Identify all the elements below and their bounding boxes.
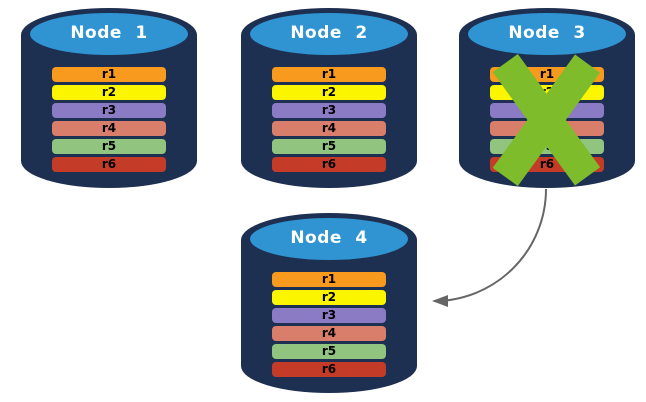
replica-row-r1: r1 — [52, 67, 166, 82]
replica-row-r2: r2 — [272, 290, 386, 305]
replica-rows: r1 r2 r3 r4 r5 r6 — [490, 67, 604, 175]
replica-row-r4: r4 — [272, 121, 386, 136]
replica-row-r6: r6 — [272, 157, 386, 172]
replica-row-r3: r3 — [490, 103, 604, 118]
replica-row-r4: r4 — [52, 121, 166, 136]
replica-row-r5: r5 — [272, 139, 386, 154]
cylinder-top-face — [250, 218, 408, 260]
replica-rows: r1 r2 r3 r4 r5 r6 — [272, 67, 386, 175]
replica-row-r2: r2 — [272, 85, 386, 100]
replica-row-r3: r3 — [52, 103, 166, 118]
cylinder-top-face — [30, 13, 188, 55]
replica-row-r3: r3 — [272, 103, 386, 118]
replica-row-r2: r2 — [490, 85, 604, 100]
replica-row-r4: r4 — [490, 121, 604, 136]
replica-row-r6: r6 — [272, 362, 386, 377]
node-label: Node 3 — [508, 23, 586, 43]
node-label: Node 4 — [290, 228, 368, 248]
replica-row-r6: r6 — [490, 157, 604, 172]
cylinder-top-face — [250, 13, 408, 55]
replica-row-r1: r1 — [272, 272, 386, 287]
replica-row-r5: r5 — [272, 344, 386, 359]
node-label: Node 2 — [290, 23, 368, 43]
replica-row-r6: r6 — [52, 157, 166, 172]
replica-row-r5: r5 — [490, 139, 604, 154]
replica-row-r3: r3 — [272, 308, 386, 323]
node-label: Node 1 — [70, 23, 148, 43]
db-node-3: Node 3 r1 r2 r3 r4 r5 r6 — [459, 8, 635, 188]
replica-rows: r1 r2 r3 r4 r5 r6 — [52, 67, 166, 175]
failover-arrow-path — [432, 188, 547, 307]
cylinder-top-face — [468, 13, 626, 55]
replica-rows: r1 r2 r3 r4 r5 r6 — [272, 272, 386, 380]
replica-row-r1: r1 — [272, 67, 386, 82]
replica-row-r4: r4 — [272, 326, 386, 341]
replica-row-r5: r5 — [52, 139, 166, 154]
replica-row-r1: r1 — [490, 67, 604, 82]
db-node-2: Node 2 r1 r2 r3 r4 r5 r6 — [241, 8, 417, 188]
db-node-4: Node 4 r1 r2 r3 r4 r5 r6 — [241, 213, 417, 393]
db-node-1: Node 1 r1 r2 r3 r4 r5 r6 — [21, 8, 197, 188]
replica-row-r2: r2 — [52, 85, 166, 100]
